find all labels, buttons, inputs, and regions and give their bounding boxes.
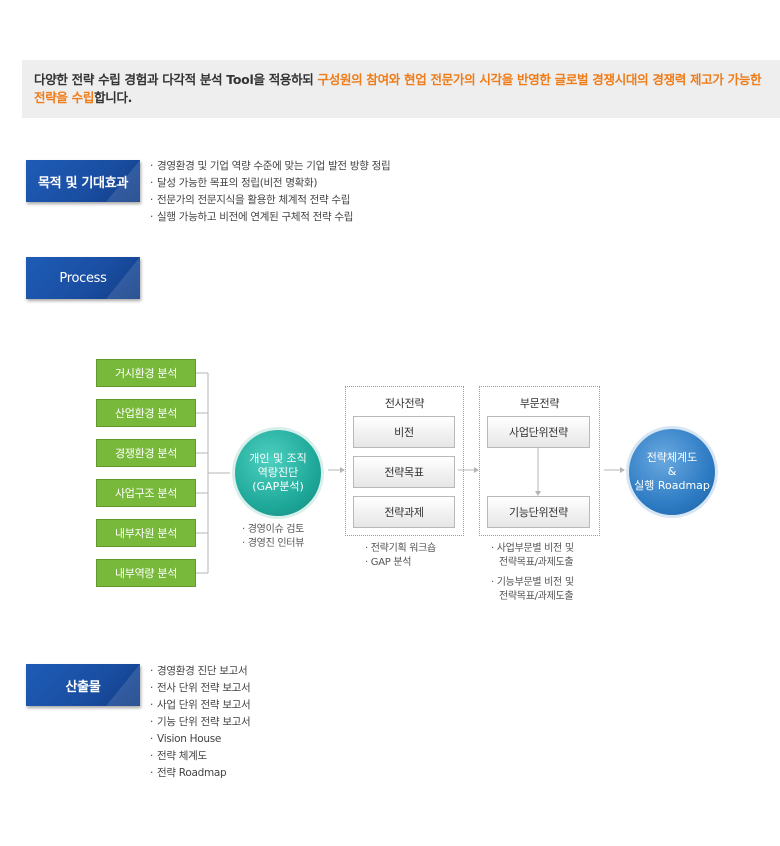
list-item: 기능 단위 전략 보고서 bbox=[150, 714, 251, 731]
intro-text: 다양한 전략 수립 경험과 다각적 분석 Tool을 적용하되 bbox=[34, 72, 318, 87]
list-item: 전략 체계도 bbox=[150, 748, 250, 765]
box-label: 기능단위전략 bbox=[509, 506, 568, 519]
analysis-box-internal-capability: 내부역량 분석 bbox=[96, 559, 196, 587]
division-box-business-unit: 사업단위전략 bbox=[487, 416, 590, 448]
diagnosis-notes: 경영이슈 검토 경영진 인터뷰 bbox=[242, 523, 305, 551]
result-circle: 전략체계도 & 실행 Roadmap bbox=[626, 426, 718, 518]
list-item: 전문가의 전문지식을 활용한 체계적 전략 수립 bbox=[150, 192, 390, 209]
purpose-label: 목적 및 기대효과 bbox=[26, 160, 140, 202]
analysis-box-internal-resources: 내부자원 분석 bbox=[96, 519, 196, 547]
outputs-label-text: 산출물 bbox=[65, 679, 101, 695]
corporate-box-tasks: 전략과제 bbox=[353, 496, 455, 528]
diagnosis-line2: 역량진단 bbox=[257, 466, 299, 479]
division-strategy-title: 부문전략 bbox=[519, 397, 560, 410]
intro-text-end: 합니다. bbox=[94, 90, 133, 105]
intro-highlight: 구성원의 참여와 현업 전문가의 시각을 반영한 글로벌 경쟁시대의 경쟁력 제… bbox=[34, 72, 762, 105]
result-line1: 전략체계도 bbox=[646, 451, 698, 464]
analysis-label: 거시환경 분석 bbox=[114, 367, 178, 380]
diagnosis-circle: 개인 및 조직 역량진단 (GAP분석) bbox=[232, 427, 324, 519]
process-label: Process bbox=[26, 257, 140, 299]
analysis-label: 산업환경 분석 bbox=[114, 407, 178, 420]
corporate-box-vision: 비전 bbox=[353, 416, 455, 448]
corporate-strategy-group bbox=[345, 386, 464, 536]
box-label: 비전 bbox=[394, 426, 414, 439]
note-item: 전략기획 워크숍 bbox=[365, 542, 436, 556]
process-label-text: Process bbox=[59, 270, 107, 286]
result-line3: 실행 Roadmap bbox=[634, 479, 710, 492]
note-line: 전략목표/과제도출 bbox=[499, 591, 574, 602]
box-label: 사업단위전략 bbox=[509, 426, 568, 439]
list-item: 전략 Roadmap bbox=[150, 765, 250, 782]
analysis-label: 사업구조 분석 bbox=[114, 487, 178, 500]
list-item: 실행 가능하고 비전에 연계된 구체적 전략 수립 bbox=[150, 209, 390, 226]
intro-banner: 다양한 전략 수립 경험과 다각적 분석 Tool을 적용하되 구성원의 참여와… bbox=[22, 60, 780, 118]
list-item: 사업 단위 전략 보고서 bbox=[150, 697, 251, 714]
list-item: 전사 단위 전략 보고서 bbox=[150, 680, 251, 697]
list-item: 달성 가능한 목표의 정립(비전 명확화) bbox=[150, 175, 390, 192]
corporate-notes: 전략기획 워크숍 GAP 분석 bbox=[365, 542, 436, 570]
analysis-box-industry: 산업환경 분석 bbox=[96, 399, 196, 427]
purpose-list: 경영환경 및 기업 역량 수준에 맞는 기업 발전 방향 정립 달성 가능한 목… bbox=[150, 158, 391, 226]
list-item: Vision House bbox=[150, 731, 250, 748]
note-line: 기능부문별 비전 및 bbox=[496, 577, 574, 588]
result-line2: & bbox=[667, 465, 677, 478]
division-box-functional-unit: 기능단위전략 bbox=[487, 496, 590, 528]
analysis-label: 경쟁환경 분석 bbox=[114, 447, 178, 460]
division-strategy-group bbox=[479, 386, 600, 536]
diagnosis-line1: 개인 및 조직 bbox=[249, 452, 307, 465]
analysis-box-competition: 경쟁환경 분석 bbox=[96, 439, 196, 467]
analysis-label: 내부자원 분석 bbox=[114, 527, 178, 540]
box-label: 전략과제 bbox=[384, 506, 424, 519]
corporate-strategy-title: 전사전략 bbox=[384, 397, 425, 410]
analysis-box-macro: 거시환경 분석 bbox=[96, 359, 196, 387]
note-line: 사업부문별 비전 및 bbox=[496, 543, 574, 554]
list-item: 경영환경 진단 보고서 bbox=[150, 663, 250, 680]
box-label: 전략목표 bbox=[384, 466, 424, 479]
note-item: GAP 분석 bbox=[365, 556, 436, 570]
analysis-box-business-structure: 사업구조 분석 bbox=[96, 479, 196, 507]
list-item: 경영환경 및 기업 역량 수준에 맞는 기업 발전 방향 정립 bbox=[150, 158, 391, 175]
analysis-label: 내부역량 분석 bbox=[114, 567, 178, 580]
note-item: 경영진 인터뷰 bbox=[242, 537, 305, 551]
note-item: 경영이슈 검토 bbox=[242, 523, 305, 537]
diagnosis-line3: (GAP분석) bbox=[252, 480, 304, 493]
note-line: 전략목표/과제도출 bbox=[499, 557, 574, 568]
outputs-label: 산출물 bbox=[26, 664, 140, 706]
outputs-list: 경영환경 진단 보고서 전사 단위 전략 보고서 사업 단위 전략 보고서 기능… bbox=[150, 663, 251, 782]
corporate-box-goals: 전략목표 bbox=[353, 456, 455, 488]
